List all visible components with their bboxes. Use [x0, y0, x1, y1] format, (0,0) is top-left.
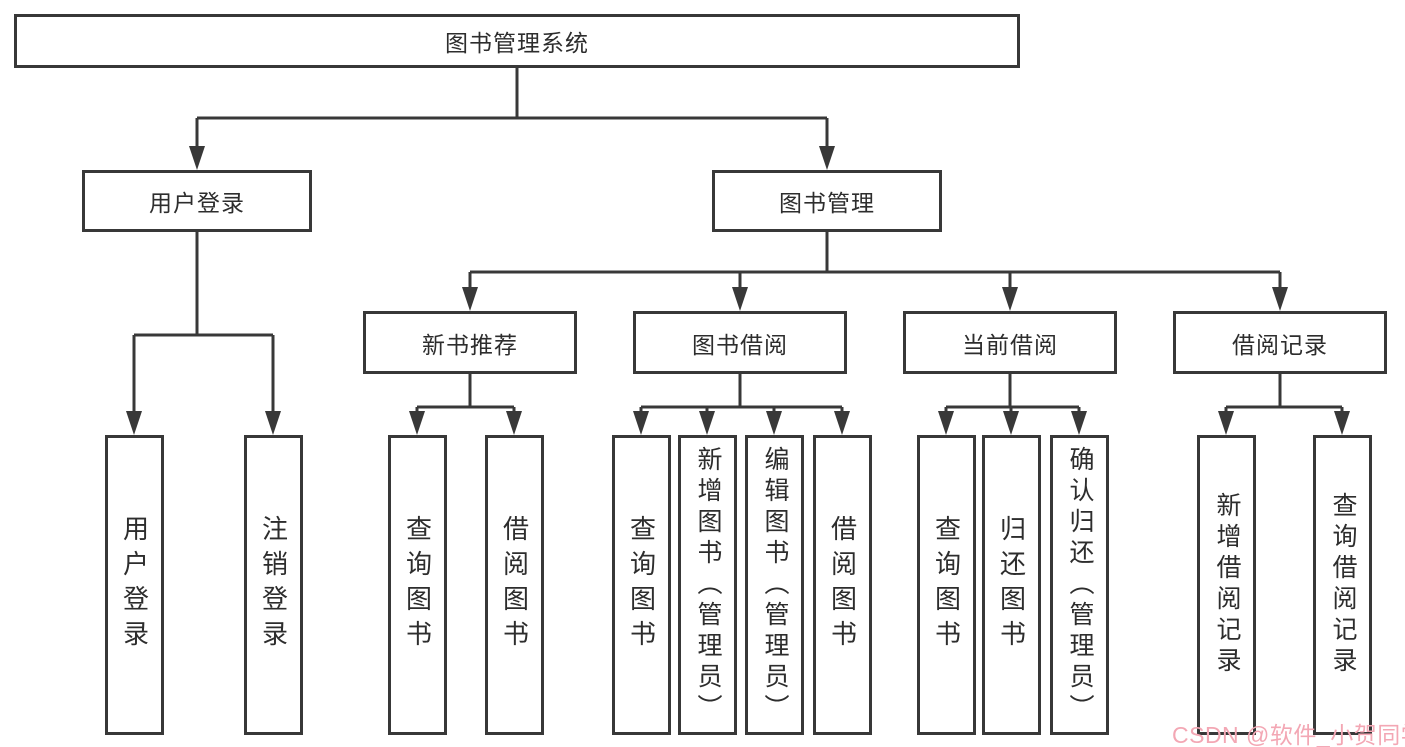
node-current-borrowing: 当前借阅	[903, 311, 1117, 374]
node-borrowing-records: 借阅记录	[1173, 311, 1387, 374]
leaf-logout-login: 注销登录	[244, 435, 303, 735]
leaf-user-login: 用户登录	[105, 435, 164, 735]
node-new-book-recommendation: 新书推荐	[363, 311, 577, 374]
leaf-current-confirm-return-admin: 确认归还（管理员）	[1050, 435, 1109, 735]
node-book-management: 图书管理	[712, 170, 942, 232]
arrow-down-icon	[506, 411, 522, 435]
arrow-down-icon	[938, 411, 954, 435]
arrow-down-icon	[409, 411, 425, 435]
arrow-down-icon	[1218, 411, 1234, 435]
leaf-borrow-add-books-admin: 新增图书（管理员）	[678, 435, 737, 735]
arrow-down-icon	[1002, 287, 1018, 311]
arrow-down-icon	[462, 287, 478, 311]
arrow-down-icon	[699, 411, 715, 435]
arrow-down-icons	[126, 146, 1350, 435]
leaf-borrow-edit-books-admin: 编辑图书（管理员）	[745, 435, 804, 735]
csdn-watermark: CSDN @软件_小贺同学	[1172, 722, 1405, 747]
node-library-management-system: 图书管理系统	[14, 14, 1020, 68]
leaf-records-add-borrow-record: 新增借阅记录	[1197, 435, 1256, 735]
arrow-down-icon	[1003, 411, 1019, 435]
arrow-down-icon	[834, 411, 850, 435]
arrow-down-icon	[633, 411, 649, 435]
leaf-current-return-books: 归还图书	[982, 435, 1041, 735]
arrow-down-icon	[766, 411, 782, 435]
arrow-down-icon	[819, 146, 835, 170]
node-book-borrowing: 图书借阅	[633, 311, 847, 374]
arrow-down-icon	[732, 287, 748, 311]
arrow-down-icon	[189, 146, 205, 170]
leaf-current-query-books: 查询图书	[917, 435, 976, 735]
arrow-down-icon	[1272, 287, 1288, 311]
leaf-borrow-borrow-books: 借阅图书	[813, 435, 872, 735]
arrow-down-icon	[1071, 411, 1087, 435]
arrow-down-icon	[126, 411, 142, 435]
node-user-login: 用户登录	[82, 170, 312, 232]
arrow-down-icon	[265, 411, 281, 435]
arrow-down-icon	[1334, 411, 1350, 435]
leaf-borrow-query-books: 查询图书	[612, 435, 671, 735]
leaf-recommend-borrow-books: 借阅图书	[485, 435, 544, 735]
leaf-recommend-query-books: 查询图书	[388, 435, 447, 735]
connector-lines	[132, 68, 1344, 413]
leaf-records-query-borrow-record: 查询借阅记录	[1313, 435, 1372, 735]
